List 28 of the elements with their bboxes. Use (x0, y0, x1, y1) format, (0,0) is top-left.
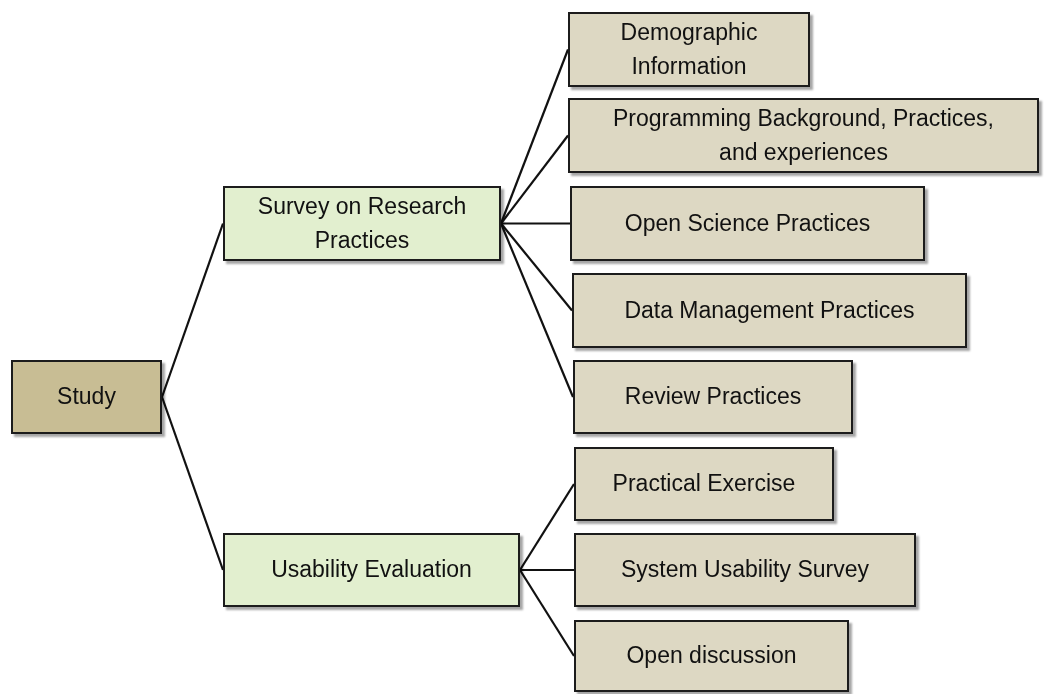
node-label: Open discussion (626, 641, 797, 671)
topic-box (568, 98, 1039, 173)
topic-box (570, 186, 925, 261)
node-label: Data Management Practices (624, 295, 915, 325)
category-box (223, 186, 501, 261)
node-label: Survey on Research Practices (256, 192, 468, 255)
node-label: Open Science Practices (624, 208, 871, 238)
root-box (11, 360, 162, 434)
topic-box (574, 620, 849, 692)
connector-line (500, 134, 569, 225)
topic-box (568, 12, 810, 87)
node-label: System Usability Survey (621, 555, 869, 585)
node-label: Review Practices (624, 382, 802, 412)
connector-line (520, 568, 574, 572)
topic-box (573, 360, 853, 434)
node-label: Demographic Information (619, 18, 759, 81)
connector-line (519, 569, 575, 657)
topic-box (574, 447, 834, 521)
topic-box (574, 533, 916, 607)
node-label: Programming Background, Practices, and experiences (612, 104, 995, 167)
connector-line (500, 222, 573, 312)
node-label: Practical Exercise (612, 469, 796, 499)
category-box (223, 533, 520, 607)
connector-line (501, 222, 570, 225)
node-label: Usability Evaluation (271, 555, 472, 585)
node-label: Study (57, 382, 116, 412)
topic-box (572, 273, 967, 348)
connector-line (519, 483, 575, 571)
